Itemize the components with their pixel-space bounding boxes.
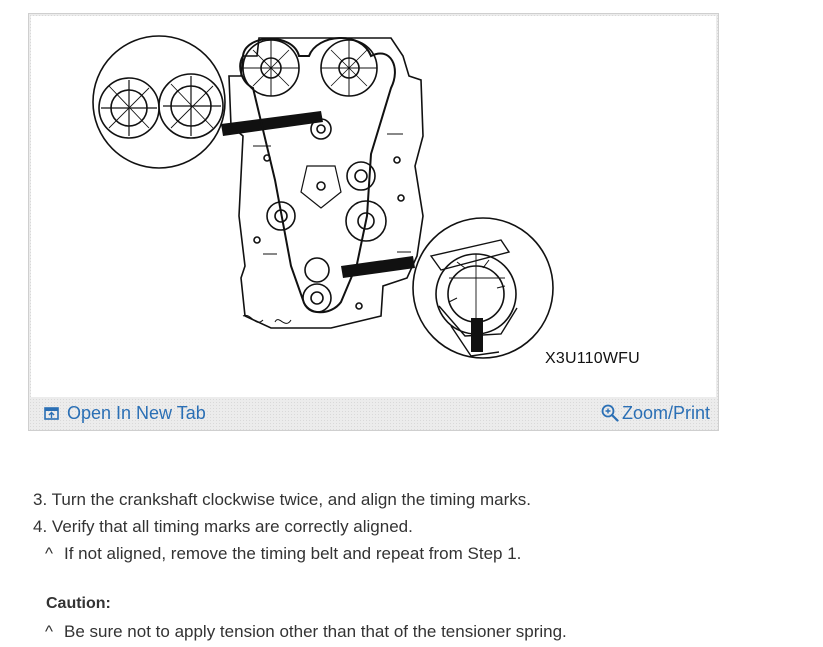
procedure-steps: 3. Turn the crankshaft clockwise twice, … <box>33 486 793 567</box>
timing-belt-diagram[interactable]: X3U110WFU <box>31 16 716 397</box>
figure-panel: X3U110WFU Open In New Tab Zoom/Print <box>28 13 719 431</box>
zoom-print-label: Zoom/Print <box>621 402 710 423</box>
engine-line-drawing <box>92 35 554 359</box>
caution-note: ^ Be sure not to apply tension other than… <box>45 622 567 642</box>
open-new-tab-icon <box>44 406 59 420</box>
step-3: 3. Turn the crankshaft clockwise twice, … <box>33 486 793 513</box>
step-text: Verify that all timing marks are correct… <box>51 517 413 536</box>
step-number: 3. <box>33 490 48 509</box>
step-4-sub-note: ^ If not aligned, remove the timing belt … <box>33 540 793 567</box>
step-number: 4. <box>33 517 48 536</box>
step-4: 4. Verify that all timing marks are corr… <box>33 513 793 540</box>
caret-bullet: ^ <box>45 544 53 563</box>
caret-bullet: ^ <box>45 622 53 641</box>
zoom-print-link[interactable]: Zoom/Print <box>601 402 710 424</box>
figure-code: X3U110WFU <box>545 350 640 367</box>
open-in-new-tab-label: Open In New Tab <box>67 402 206 423</box>
caution-heading: Caution: <box>46 595 111 612</box>
zoom-magnifier-icon <box>601 404 619 422</box>
caution-text: Be sure not to apply tension other than … <box>64 622 567 641</box>
open-in-new-tab-link[interactable]: Open In New Tab <box>44 402 206 424</box>
step-text: Turn the crankshaft clockwise twice, and… <box>51 490 531 509</box>
sub-note-text: If not aligned, remove the timing belt a… <box>64 544 522 563</box>
